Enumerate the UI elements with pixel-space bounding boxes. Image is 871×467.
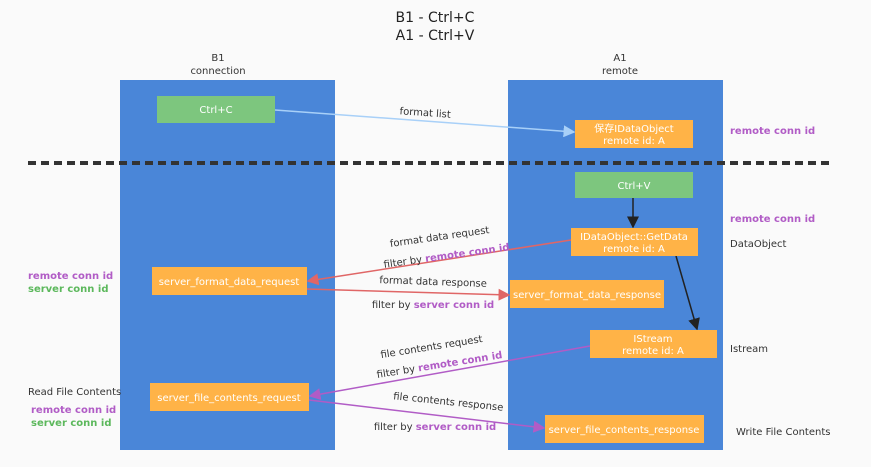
- left-column-sub: connection: [190, 66, 245, 77]
- note-write-file-contents: Write File Contents: [736, 427, 830, 438]
- edge-format-request: [306, 239, 572, 286]
- note-remote-conn-id-1: remote conn id: [730, 126, 815, 137]
- title-line2: A1 - Ctrl+V: [396, 28, 475, 44]
- istream-box: IStream remote id: A: [590, 330, 717, 358]
- note-left-server-2: server conn id: [31, 418, 111, 429]
- svg-text:server_format_data_response: server_format_data_response: [513, 290, 661, 301]
- file-contents-response-label: file contents response: [393, 391, 504, 413]
- svg-text:remote id: A: remote id: A: [603, 244, 665, 255]
- svg-text:server_file_contents_request: server_file_contents_request: [157, 393, 300, 404]
- file-contents-request-box: server_file_contents_request: [150, 383, 309, 411]
- format-list-label: format list: [399, 106, 451, 121]
- ctrl-v-box: Ctrl+V: [575, 172, 693, 198]
- svg-text:Ctrl+V: Ctrl+V: [617, 181, 650, 192]
- note-istream: Istream: [730, 344, 768, 355]
- left-column-name: B1: [211, 53, 224, 64]
- svg-text:server_file_contents_response: server_file_contents_response: [549, 425, 700, 436]
- note-left-server-1: server conn id: [28, 284, 108, 295]
- note-remote-conn-id-2: remote conn id: [730, 214, 815, 225]
- file-contents-response-box: server_file_contents_response: [545, 415, 704, 443]
- edge-file-contents-request: [308, 345, 591, 401]
- svg-text:remote id: A: remote id: A: [622, 346, 684, 357]
- edge-format-response: [306, 288, 511, 301]
- format-response-filter: filter by server conn id: [372, 300, 494, 311]
- svg-text:保存IDataObject: 保存IDataObject: [594, 122, 673, 135]
- save-dataobject-box: 保存IDataObject remote id: A: [575, 120, 693, 148]
- getdata-box: IDataObject::GetData remote id: A: [571, 228, 698, 256]
- ctrl-c-box: Ctrl+C: [157, 96, 275, 123]
- format-request-box: server_format_data_request: [152, 267, 307, 295]
- svg-text:remote id: A: remote id: A: [603, 136, 665, 147]
- file-contents-response-filter: filter by server conn id: [374, 422, 496, 433]
- format-response-label: format data response: [379, 275, 487, 290]
- note-read-file-contents: Read File Contents: [28, 387, 121, 398]
- edge-getdata-istream: [675, 255, 700, 331]
- format-response-box: server_format_data_response: [510, 280, 664, 308]
- note-dataobject: DataObject: [730, 239, 787, 250]
- svg-text:Ctrl+C: Ctrl+C: [199, 105, 232, 116]
- right-column-name: A1: [613, 53, 626, 64]
- edge-file-contents-response: [308, 399, 546, 433]
- svg-text:IStream: IStream: [633, 334, 672, 345]
- note-left-remote-2: remote conn id: [31, 405, 116, 416]
- right-column-sub: remote: [602, 66, 638, 77]
- svg-text:IDataObject::GetData: IDataObject::GetData: [580, 232, 688, 243]
- edge-format-list: [274, 109, 576, 138]
- svg-text:server_format_data_request: server_format_data_request: [159, 277, 300, 288]
- title-line1: B1 - Ctrl+C: [396, 10, 475, 26]
- note-left-remote-1: remote conn id: [28, 271, 113, 282]
